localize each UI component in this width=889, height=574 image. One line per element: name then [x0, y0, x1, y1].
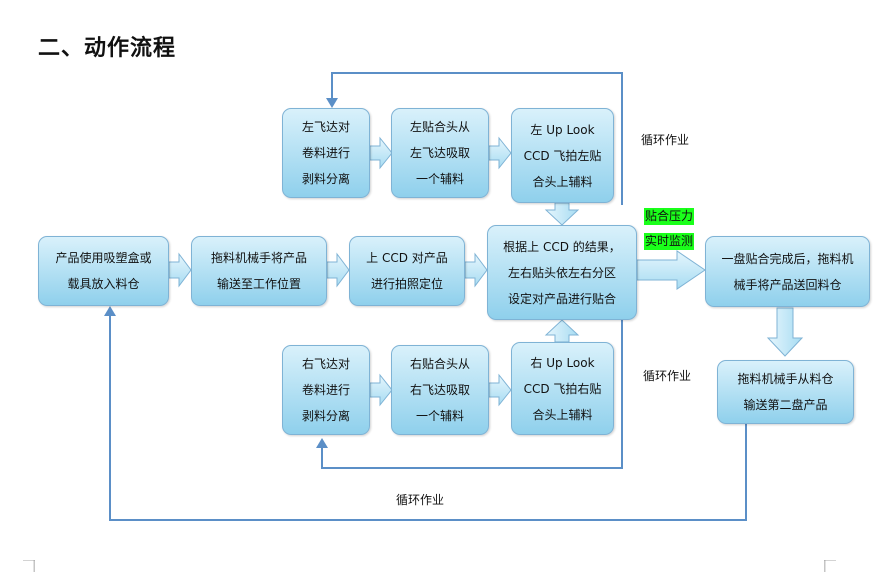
top-loop-arrowhead — [326, 98, 338, 108]
loop-label-middle: 循环作业 — [643, 369, 692, 383]
arrow-r3-m4 — [544, 319, 580, 343]
box-return-tray: 一盘贴合完成后，拖料机 械手将产品送回料仓 — [705, 236, 870, 307]
box-top-ccd: 上 CCD 对产品 进行拍照定位 — [349, 236, 465, 306]
top-loop-line — [331, 72, 623, 205]
page-corner-mark-right — [824, 560, 836, 572]
box-load-product: 产品使用吸塑盒或 载具放入料仓 — [38, 236, 169, 306]
loop-label-bottom: 循环作业 — [396, 493, 445, 507]
return-loop-arrowhead — [104, 306, 116, 316]
return-loop-line — [109, 312, 747, 521]
box-left-uplook-ccd: 左 Up Look CCD 飞拍左贴 合头上辅料 — [511, 108, 614, 203]
arrow-m2-m3 — [326, 252, 350, 288]
box-right-uplook-ccd: 右 Up Look CCD 飞拍右贴 合头上辅料 — [511, 342, 614, 435]
box-lamination: 根据上 CCD 的结果， 左右贴头依左右分区 设定对产品进行贴合 — [487, 225, 637, 320]
arrow-l3-m4 — [544, 202, 580, 226]
box-transfer-robot: 拖料机械手将产品 输送至工作位置 — [191, 236, 327, 306]
page-corner-mark-left — [23, 560, 35, 572]
arrow-m5-b6 — [766, 307, 804, 357]
loop-label-top: 循环作业 — [641, 133, 690, 147]
box-second-tray: 拖料机械手从料仓 输送第二盘产品 — [717, 360, 854, 424]
pressure-label: 贴合压力 — [644, 208, 695, 225]
arrow-l2-l3 — [488, 136, 512, 170]
bottom-loop-line — [321, 318, 623, 469]
box-left-head-pick: 左贴合头从 左飞达吸取 一个辅料 — [391, 108, 489, 198]
box-right-feeder-peel: 右飞达对 卷料进行 剥料分离 — [282, 345, 370, 435]
monitor-label: 实时监测 — [644, 233, 695, 250]
arrow-m3-m4 — [464, 252, 488, 288]
section-title: 二、动作流程 — [38, 36, 177, 61]
bottom-loop-arrowhead — [316, 438, 328, 448]
arrow-m4-m5 — [636, 250, 706, 290]
box-right-head-pick: 右贴合头从 右飞达吸取 一个辅料 — [391, 345, 489, 435]
arrow-l1-l2 — [369, 136, 393, 170]
arrow-m1-m2 — [168, 252, 192, 288]
box-left-feeder-peel: 左飞达对 卷料进行 剥料分离 — [282, 108, 370, 198]
arrow-r2-r3 — [488, 373, 512, 407]
arrow-r1-r2 — [369, 373, 393, 407]
